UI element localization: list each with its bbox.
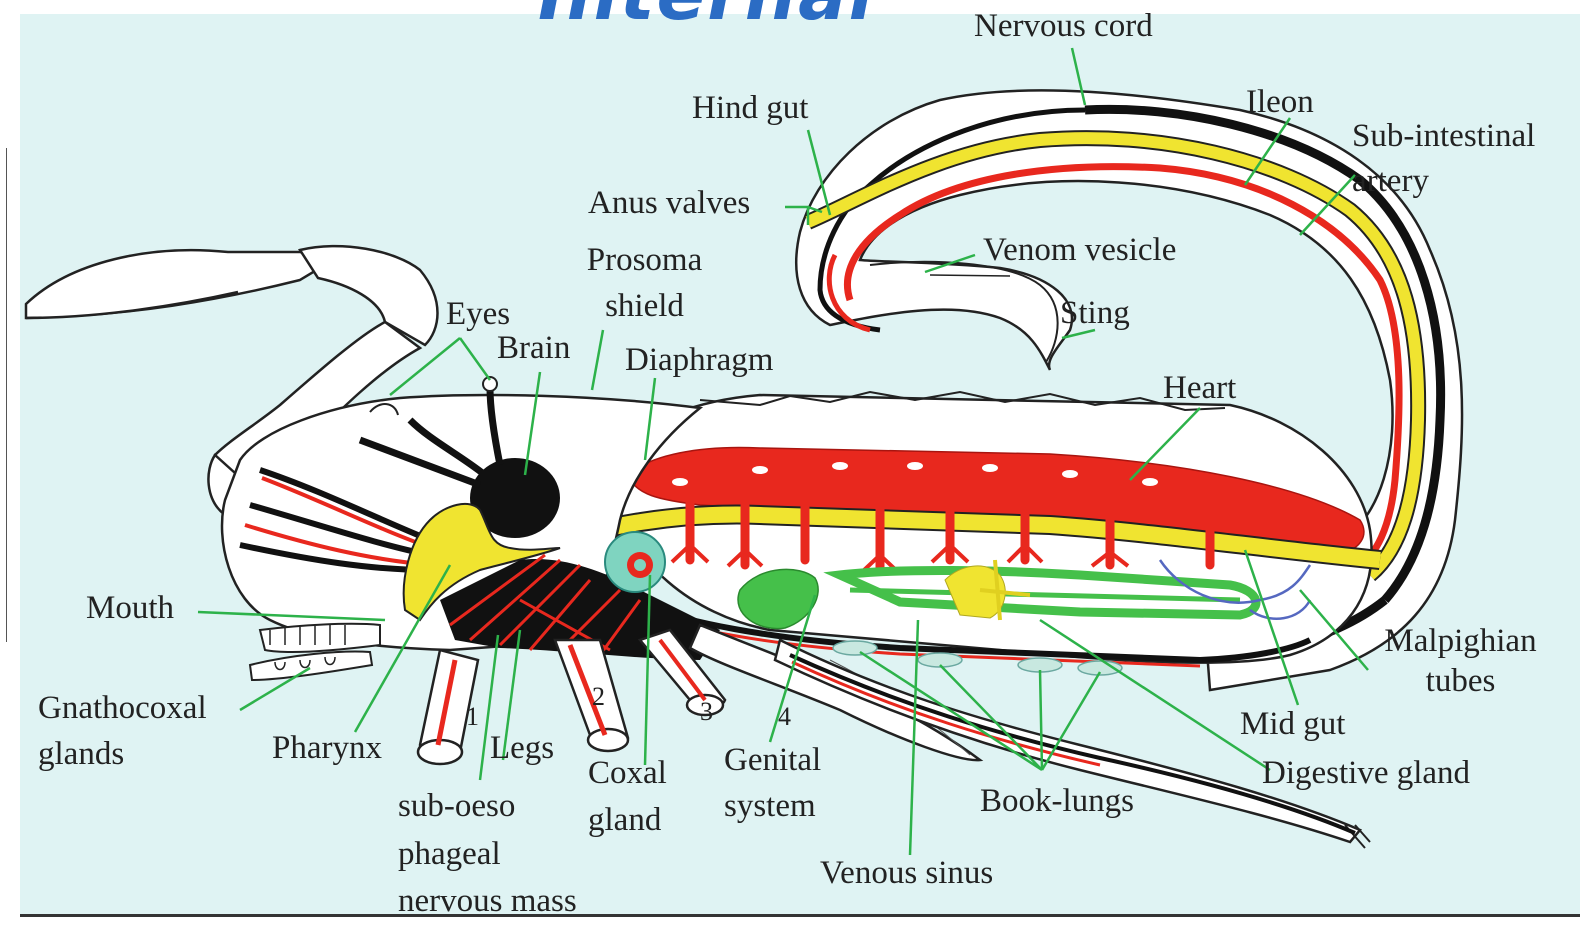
label-digestive-gland: Digestive gland bbox=[1262, 757, 1470, 790]
heading-title: Internal bbox=[538, 0, 875, 36]
label-gland: gland bbox=[588, 804, 661, 837]
leg-number-4: 4 bbox=[778, 702, 791, 731]
label-gnathocoxal: Gnathocoxal bbox=[38, 692, 207, 725]
label-malpighian: Malpighian bbox=[1368, 625, 1553, 658]
label-mouth: Mouth bbox=[86, 592, 174, 625]
label-phageal: phageal bbox=[398, 838, 501, 871]
label-sting: Sting bbox=[1060, 297, 1130, 330]
label-venous-sinus: Venous sinus bbox=[820, 857, 993, 890]
label-pharynx: Pharynx bbox=[272, 732, 382, 765]
leg-number-1: 1 bbox=[466, 702, 479, 731]
bottom-border bbox=[20, 914, 1580, 917]
label-sub-intestinal: Sub-intestinal bbox=[1352, 120, 1535, 153]
label-diaphragm: Diaphragm bbox=[625, 344, 773, 377]
leg-number-3: 3 bbox=[700, 697, 713, 726]
label-prosoma: Prosoma bbox=[572, 244, 717, 277]
label-sub-oeso: sub-oeso bbox=[398, 790, 515, 823]
label-legs: Legs bbox=[490, 732, 554, 765]
label-artery: artery bbox=[1352, 165, 1429, 198]
label-genital: Genital bbox=[724, 744, 821, 777]
label-brain: Brain bbox=[497, 332, 570, 365]
label-anus-valves: Anus valves bbox=[588, 187, 750, 220]
label-eyes: Eyes bbox=[446, 298, 510, 331]
label-shield: shield bbox=[572, 290, 717, 323]
label-venom-vesicle: Venom vesicle bbox=[983, 234, 1176, 267]
label-mid-gut: Mid gut bbox=[1240, 708, 1345, 741]
leg-number-2: 2 bbox=[592, 682, 605, 711]
label-coxal: Coxal bbox=[588, 757, 667, 790]
label-heart: Heart bbox=[1163, 372, 1236, 405]
label-glands: glands bbox=[38, 738, 124, 771]
label-nervous-cord: Nervous cord bbox=[974, 10, 1153, 43]
label-system: system bbox=[724, 790, 816, 823]
label-hind-gut: Hind gut bbox=[692, 92, 808, 125]
label-ileon: Ileon bbox=[1246, 86, 1314, 119]
label-book-lungs: Book-lungs bbox=[980, 785, 1134, 818]
label-tubes: tubes bbox=[1368, 665, 1553, 698]
